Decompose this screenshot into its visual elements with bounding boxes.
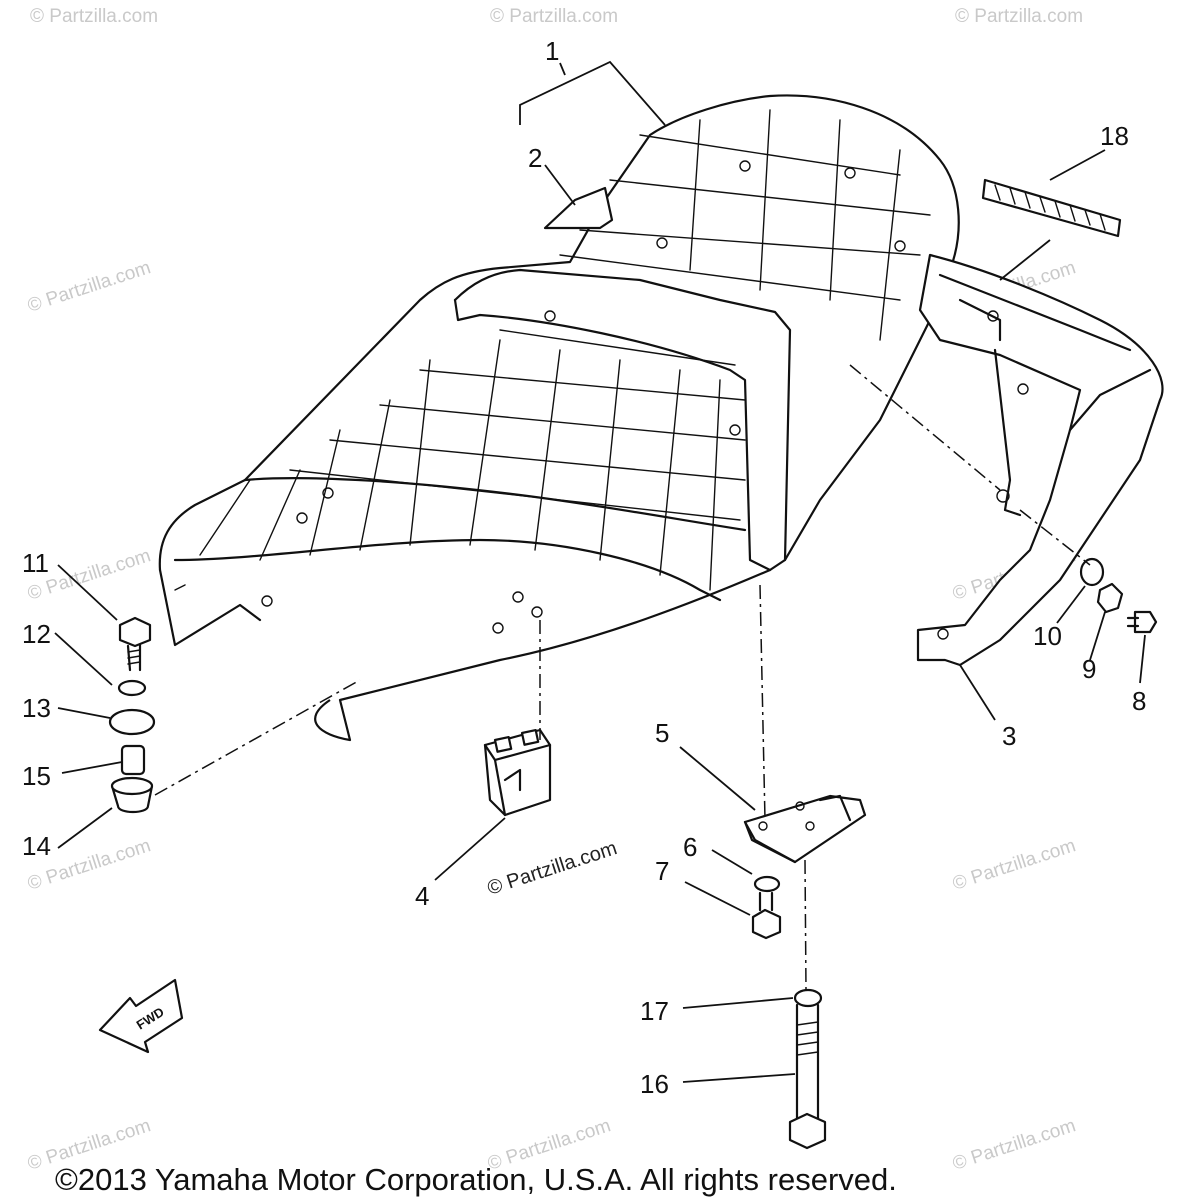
tail-cowl-drawing (916, 253, 1164, 667)
watermark: © Partzilla.com (950, 1115, 1078, 1175)
damper-drawing (483, 728, 552, 817)
hardware-drawing (108, 557, 1158, 1150)
fwd-arrow: FWD (98, 978, 184, 1054)
callout-12: 12 (22, 619, 51, 649)
fwd-arrow-icon (98, 978, 184, 1054)
callout-11: 11 (22, 548, 49, 578)
assembly-lines (154, 364, 1091, 991)
callout-7: 7 (655, 856, 669, 886)
watermark: © Partzilla.com (25, 257, 153, 317)
seat-strap (543, 186, 614, 230)
callout-17: 17 (640, 996, 669, 1026)
callout-14: 14 (22, 831, 51, 861)
callout-4: 4 (415, 881, 429, 911)
callout-3: 3 (1002, 721, 1016, 751)
emblem-drawing (981, 178, 1122, 238)
watermark: © Partzilla.com (30, 6, 158, 27)
callout-9: 9 (1082, 654, 1096, 684)
callout-5: 5 (655, 718, 669, 748)
callout-6: 6 (683, 832, 697, 862)
callout-10: 10 (1033, 621, 1062, 651)
callout-16: 16 (640, 1069, 669, 1099)
watermark: © Partzilla.com (950, 835, 1078, 895)
callout-labels: 1 2 3 4 5 6 7 8 9 10 11 12 13 15 14 17 1… (22, 36, 1146, 1099)
seat-stitch-lines (199, 109, 931, 591)
callout-13: 13 (22, 693, 51, 723)
seat-rivets (261, 160, 906, 634)
callout-8: 8 (1132, 686, 1146, 716)
watermark: © Partzilla.com (955, 6, 1083, 27)
watermark: © Partzilla.com (490, 6, 618, 27)
seat-bracket-drawing (743, 794, 867, 864)
seat-drawing (158, 94, 960, 742)
callout-18: 18 (1100, 121, 1129, 151)
copyright-notice: ©2013 Yamaha Motor Corporation, U.S.A. A… (55, 1162, 897, 1197)
partzilla-stamp: © Partzilla.com (485, 837, 620, 900)
leader-lines (54, 60, 1146, 1083)
callout-2: 2 (528, 143, 542, 173)
callout-1: 1 (545, 36, 559, 66)
callout-14-15: 15 (22, 761, 51, 791)
